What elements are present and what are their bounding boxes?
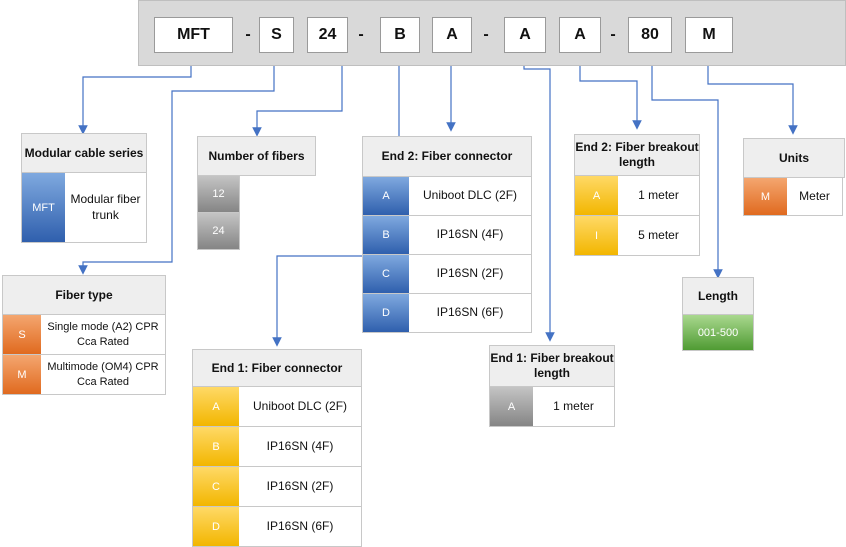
- end2-breakout-desc: 1 meter: [638, 187, 679, 202]
- fiber-type-row: M Multimode (OM4) CPR Cca Rated: [2, 355, 166, 395]
- end2-connector-title: End 2: Fiber connector: [362, 136, 532, 177]
- units-box: Units M Meter: [743, 138, 846, 216]
- code-fiber-type: S: [259, 17, 294, 53]
- end2-breakout-title: End 2: Fiber breakout length: [574, 134, 700, 176]
- end2-connector-code: A: [363, 177, 409, 215]
- end1-connector-row: D IP16SN (6F): [192, 507, 362, 547]
- fiber-type-desc: Single mode (A2) CPR Cca Rated: [47, 321, 159, 348]
- end1-breakout-code: A: [490, 387, 533, 426]
- fiber-count-code: 24: [198, 213, 239, 249]
- end1-breakout-desc: 1 meter: [553, 398, 594, 413]
- end1-connector-desc: IP16SN (4F): [266, 438, 334, 453]
- end2-connector-code: D: [363, 294, 409, 332]
- fiber-type-row: S Single mode (A2) CPR Cca Rated: [2, 315, 166, 355]
- end1-connector-row: C IP16SN (2F): [192, 467, 362, 507]
- end2-connector-row: A Uniboot DLC (2F): [362, 177, 532, 216]
- length-box: Length 001-500: [682, 277, 754, 351]
- code-series: MFT: [154, 17, 233, 53]
- fiber-count-row: 12: [197, 176, 240, 213]
- end1-connector-desc: IP16SN (2F): [266, 478, 334, 493]
- fiber-count-row: 24: [197, 213, 240, 250]
- units-code: M: [744, 178, 787, 215]
- modular-series-code: MFT: [22, 173, 65, 242]
- end2-breakout-box: End 2: Fiber breakout length A 1 meter I…: [574, 134, 700, 256]
- modular-series-title: Modular cable series: [21, 133, 147, 173]
- end2-breakout-desc: 5 meter: [638, 227, 679, 242]
- code-end1-connector: B: [380, 17, 420, 53]
- fiber-count-code: 12: [198, 176, 239, 212]
- modular-series-row: MFT Modular fiber trunk: [21, 173, 147, 243]
- part-number-bar: MFT - S 24 - B A - A A - 80 M: [138, 0, 846, 66]
- fiber-type-box: Fiber type S Single mode (A2) CPR Cca Ra…: [2, 275, 166, 395]
- length-code: 001-500: [683, 315, 753, 350]
- end1-connector-title: End 1: Fiber connector: [192, 349, 362, 387]
- code-dash: -: [358, 26, 364, 43]
- end1-breakout-title: End 1: Fiber breakout length: [489, 345, 615, 387]
- line-fibers: [252, 52, 343, 137]
- fiber-count-title: Number of fibers: [197, 136, 316, 176]
- line-fibertype: [78, 52, 275, 275]
- end1-breakout-row: A 1 meter: [489, 387, 615, 427]
- fiber-count-box: Number of fibers 12 24: [197, 136, 316, 250]
- code-dash: -: [245, 26, 251, 43]
- end2-connector-code: B: [363, 216, 409, 254]
- code-length: 80: [628, 17, 672, 53]
- fiber-type-code: S: [3, 315, 41, 354]
- end2-connector-row: B IP16SN (4F): [362, 216, 532, 255]
- end1-connector-code: B: [193, 427, 239, 466]
- code-dash: -: [610, 26, 616, 43]
- end1-connector-desc: Uniboot DLC (2F): [252, 398, 348, 413]
- end1-breakout-box: End 1: Fiber breakout length A 1 meter: [489, 345, 615, 427]
- end2-breakout-row: I 5 meter: [574, 216, 700, 256]
- end2-connector-desc: IP16SN (2F): [436, 266, 504, 281]
- end1-connector-code: A: [193, 387, 239, 426]
- end1-connector-code: D: [193, 507, 239, 546]
- modular-series-desc: Modular fiber trunk: [70, 191, 141, 222]
- end2-breakout-code: A: [575, 176, 618, 215]
- modular-series-box: Modular cable series MFT Modular fiber t…: [21, 133, 147, 243]
- end2-connector-desc: IP16SN (4F): [436, 227, 504, 242]
- end2-connector-desc: Uniboot DLC (2F): [422, 188, 518, 203]
- line-units: [707, 52, 798, 135]
- length-row: 001-500: [682, 315, 754, 351]
- fiber-type-code: M: [3, 355, 41, 394]
- end1-connector-box: End 1: Fiber connector A Uniboot DLC (2F…: [192, 349, 362, 547]
- line-length: [651, 52, 723, 279]
- length-title: Length: [682, 277, 754, 315]
- fiber-type-desc: Multimode (OM4) CPR Cca Rated: [47, 361, 159, 388]
- line-end2-breakout: [579, 52, 642, 130]
- code-end2-breakout: A: [559, 17, 601, 53]
- end2-connector-row: C IP16SN (2F): [362, 255, 532, 294]
- code-end1-breakout: A: [504, 17, 546, 53]
- code-units: M: [685, 17, 733, 53]
- code-fiber-count: 24: [307, 17, 348, 53]
- end1-connector-row: A Uniboot DLC (2F): [192, 387, 362, 427]
- end2-breakout-code: I: [575, 216, 618, 255]
- end2-connector-desc: IP16SN (6F): [436, 305, 504, 320]
- code-dash: -: [483, 26, 489, 43]
- units-desc: Meter: [799, 188, 830, 203]
- units-title: Units: [743, 138, 845, 178]
- end2-connector-code: C: [363, 255, 409, 293]
- end2-connector-row: D IP16SN (6F): [362, 294, 532, 333]
- end1-connector-code: C: [193, 467, 239, 506]
- end2-connector-box: End 2: Fiber connector A Uniboot DLC (2F…: [362, 136, 532, 333]
- fiber-type-title: Fiber type: [2, 275, 166, 315]
- end1-connector-desc: IP16SN (6F): [266, 518, 334, 533]
- code-end2-connector: A: [432, 17, 472, 53]
- units-row: M Meter: [743, 178, 843, 216]
- end2-breakout-row: A 1 meter: [574, 176, 700, 216]
- end1-connector-row: B IP16SN (4F): [192, 427, 362, 467]
